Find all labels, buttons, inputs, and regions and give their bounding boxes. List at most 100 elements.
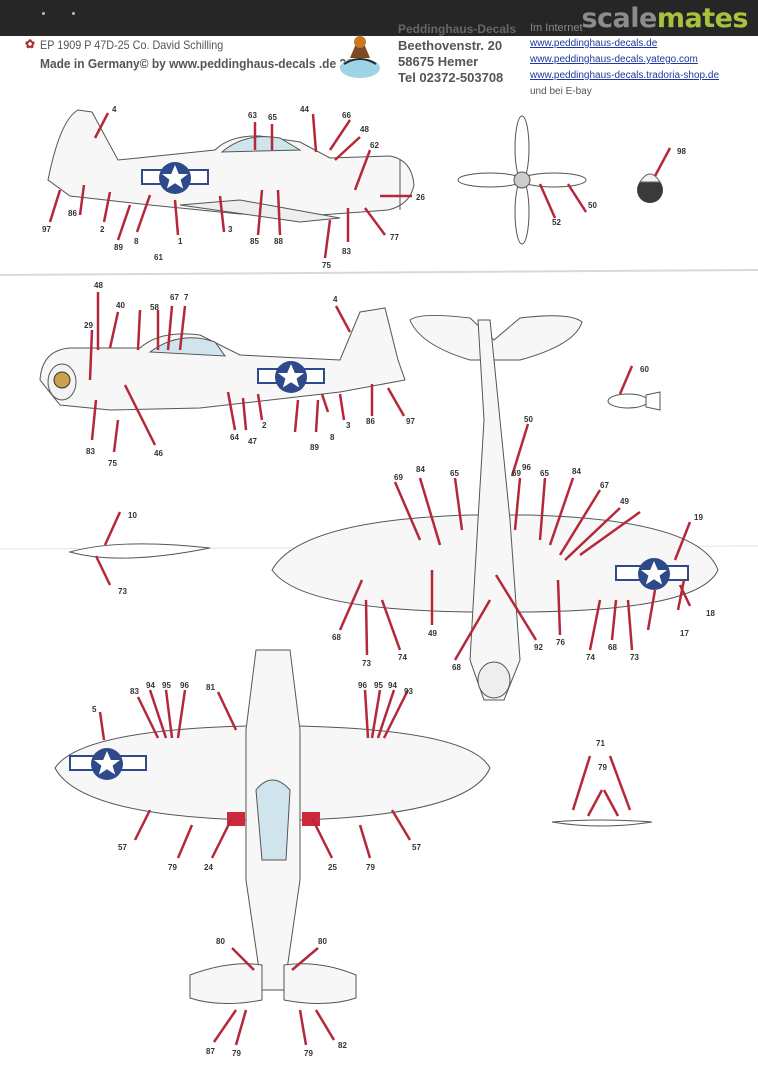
callout-label: 65	[540, 469, 549, 478]
callout-label: 95	[374, 681, 383, 690]
callout-label: 48	[94, 281, 103, 290]
callout-label: 77	[390, 233, 399, 242]
callout-arrows	[48, 112, 692, 1046]
ebay-note: und bei E-bay	[530, 86, 592, 97]
callout-label: 50	[588, 201, 597, 210]
callout-label: 96	[180, 681, 189, 690]
callout-label: 94	[388, 681, 397, 690]
callout-label: 69	[394, 473, 403, 482]
callout-label: 93	[404, 687, 413, 696]
callout-label: 85	[250, 237, 259, 246]
callout-label: 86	[366, 417, 375, 426]
callout-label: 18	[706, 609, 715, 618]
callout-label: 79	[304, 1049, 313, 1058]
callout-label: 71	[596, 739, 605, 748]
callout-label: 69	[512, 469, 521, 478]
callout-label: 79	[168, 863, 177, 872]
callout-label: 94	[146, 681, 155, 690]
propeller-view	[457, 115, 587, 245]
callout-label: 79	[366, 863, 375, 872]
squadron-badge-icon	[340, 34, 380, 78]
company-name: Peddinghaus-Decals	[398, 22, 517, 36]
callout-label: 49	[620, 497, 629, 506]
callout-label: 3	[228, 225, 233, 234]
callout-label: 40	[116, 301, 125, 310]
peddinghaus-logo-icon: ✿	[25, 37, 36, 51]
callout-label: 66	[342, 111, 351, 120]
callout-label: 44	[300, 105, 309, 114]
callout-label: 62	[370, 141, 379, 150]
callout-label: 3	[346, 421, 351, 430]
callout-label: 83	[342, 247, 351, 256]
insignia-star-icon	[159, 162, 191, 194]
url-link[interactable]: www.peddinghaus-decals.de	[530, 38, 658, 49]
callout-label: 86	[68, 209, 77, 218]
callout-label: 2	[262, 421, 267, 430]
callout-label: 73	[118, 587, 127, 596]
callout-label: 29	[84, 321, 93, 330]
url-link[interactable]: www.peddinghaus-decals.tradoria-shop.de	[530, 70, 720, 81]
callout-label: 82	[338, 1041, 347, 1050]
callout-label: 58	[150, 303, 159, 312]
sheet-copyright: Made in Germany© by www.peddinghaus-deca…	[40, 56, 367, 71]
callout-label: 80	[318, 937, 327, 946]
callout-label: 97	[406, 417, 415, 426]
callout-label: 68	[452, 663, 461, 672]
callout-label: 60	[640, 365, 649, 374]
callout-label: 8	[330, 433, 335, 442]
callout-label: 74	[398, 653, 407, 662]
callout-label: 17	[680, 629, 689, 638]
callout-label: 79	[598, 763, 607, 772]
callout-label: 50	[524, 415, 533, 424]
callout-label: 4	[333, 295, 338, 304]
callout-label: 97	[42, 225, 51, 234]
insignia-star-icon	[275, 361, 307, 393]
callout-label: 49	[428, 629, 437, 638]
callout-label: 46	[154, 449, 163, 458]
bomb-view	[607, 391, 661, 411]
callout-label: 75	[322, 261, 331, 270]
callout-label: 26	[416, 193, 425, 202]
company-street: Beethovenstr. 20	[398, 38, 503, 53]
drop-tank-view	[68, 543, 211, 559]
callout-label: 84	[416, 465, 425, 474]
callout-label: 5	[92, 705, 97, 714]
callout-label: 63	[248, 111, 257, 120]
callout-label: 65	[450, 469, 459, 478]
callout-label: 4	[112, 105, 117, 114]
callout-label: 98	[677, 147, 686, 156]
tail-part-view	[551, 819, 653, 827]
callout-label: 57	[412, 843, 421, 852]
callout-labels: 4 63 65 44 66 48 62 97 86 2 89 8 61 1 3 …	[42, 105, 715, 1058]
url-link[interactable]: www.peddinghaus-decals.yatego.com	[530, 54, 698, 65]
logo-part-1: scale	[581, 3, 657, 34]
scalemates-logo[interactable]: scalemates	[581, 3, 748, 34]
callout-label: 88	[274, 237, 283, 246]
internet-label: Im Internet	[530, 22, 583, 34]
callout-label: 67	[600, 481, 609, 490]
callout-label: 67	[170, 293, 179, 302]
callout-label: 61	[154, 253, 163, 262]
callout-label: 81	[206, 683, 215, 692]
sheet-title: EP 1909 P 47D-25 Co. David Schilling	[40, 38, 224, 52]
company-city: 58675 Hemer	[398, 54, 479, 69]
callout-label: 79	[232, 1049, 241, 1058]
bar-dot	[42, 12, 45, 15]
callout-label: 89	[114, 243, 123, 252]
red-patch-right	[302, 812, 320, 826]
insignia-star-icon	[638, 558, 670, 590]
callout-label: 73	[630, 653, 639, 662]
callout-label: 1	[178, 237, 183, 246]
callout-label: 74	[586, 653, 595, 662]
bottom-view	[54, 649, 491, 1005]
callout-label: 65	[268, 113, 277, 122]
callout-label: 95	[162, 681, 171, 690]
callout-label: 96	[522, 463, 531, 472]
pilot-figure	[637, 173, 663, 203]
callout-label: 83	[86, 447, 95, 456]
callout-label: 64	[230, 433, 239, 442]
callout-label: 75	[108, 459, 117, 468]
callout-label: 7	[184, 293, 189, 302]
callout-label: 84	[572, 467, 581, 476]
